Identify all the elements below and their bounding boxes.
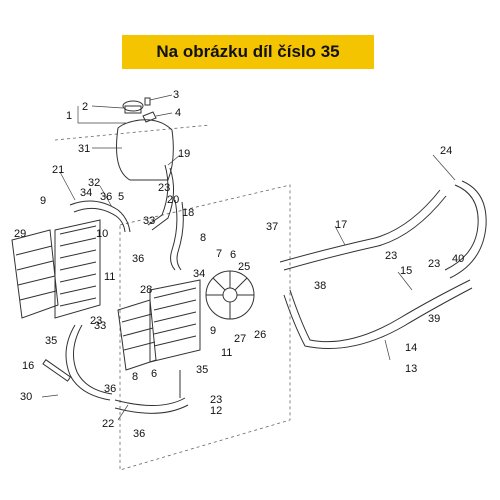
callout-34-mid: 34 <box>193 268 205 280</box>
callout-11-top: 11 <box>104 271 115 283</box>
callout-29: 29 <box>14 228 26 240</box>
callout-36-low2: 36 <box>133 428 145 440</box>
coolant-hoses-upper <box>69 164 184 271</box>
callout-8-top: 8 <box>200 232 206 244</box>
callout-25: 25 <box>238 261 250 273</box>
callout-35-left: 35 <box>45 335 57 347</box>
callout-23-top: 23 <box>158 182 170 194</box>
callout-30: 30 <box>20 391 32 403</box>
callout-23-right: 23 <box>385 250 397 262</box>
callout-10: 10 <box>96 228 108 240</box>
callout-12: 12 <box>210 405 222 417</box>
callout-23-left: 23 <box>90 315 102 327</box>
part-number-banner: Na obrázku díl číslo 35 <box>122 35 374 69</box>
callout-39: 39 <box>428 313 440 325</box>
cooling-fan <box>205 270 255 320</box>
callout-32: 32 <box>88 177 100 189</box>
callout-11-low: 11 <box>221 347 232 359</box>
callout-6-low: 6 <box>151 368 157 380</box>
coolant-hoses-lower <box>42 324 189 414</box>
callout-13: 13 <box>405 363 417 375</box>
callout-9-right: 9 <box>210 325 216 337</box>
callout-37: 37 <box>266 221 278 233</box>
callout-5: 5 <box>118 191 124 203</box>
callout-3: 3 <box>173 89 179 101</box>
expansion-tank <box>116 97 174 181</box>
callout-34-top: 34 <box>80 187 92 199</box>
callout-40: 40 <box>452 253 464 265</box>
callout-36-mid: 36 <box>132 253 144 265</box>
callout-36-top: 36 <box>100 191 112 203</box>
right-hoses <box>279 180 487 349</box>
assembly-frames <box>54 124 291 471</box>
callout-numbers: 1 2 3 4 31 19 21 34 9 32 36 5 33 23 20 1… <box>14 89 464 440</box>
callout-28: 28 <box>140 284 152 296</box>
leader-lines <box>41 94 456 421</box>
callout-1: 1 <box>66 110 72 122</box>
callout-19: 19 <box>178 148 190 160</box>
callout-2: 2 <box>82 101 88 113</box>
callout-15: 15 <box>400 265 412 277</box>
callout-9-left: 9 <box>40 195 46 207</box>
callout-23-low: 23 <box>210 394 222 406</box>
callout-8-low: 8 <box>132 371 138 383</box>
callout-22: 22 <box>102 418 114 430</box>
callout-26: 26 <box>254 329 266 341</box>
callout-7: 7 <box>216 248 222 260</box>
callout-36-low1: 36 <box>104 383 116 395</box>
callout-4: 4 <box>175 107 181 119</box>
callout-20: 20 <box>167 194 179 206</box>
callout-27: 27 <box>234 333 246 345</box>
callout-21: 21 <box>52 164 64 176</box>
callout-14: 14 <box>405 342 417 354</box>
callout-23-far: 23 <box>428 258 440 270</box>
callout-35-mid: 35 <box>196 364 208 376</box>
callout-33-low: 33 <box>94 320 106 332</box>
callout-6-top: 6 <box>230 249 236 261</box>
callout-18: 18 <box>182 207 194 219</box>
callout-17: 17 <box>335 219 347 231</box>
callout-31: 31 <box>78 143 90 155</box>
callout-16: 16 <box>22 360 34 372</box>
banner-title: Na obrázku díl číslo 35 <box>156 42 340 61</box>
callout-38: 38 <box>314 280 326 292</box>
callout-33-top: 33 <box>143 215 155 227</box>
callout-24: 24 <box>440 145 452 157</box>
left-radiator <box>11 219 101 319</box>
lower-radiator <box>117 279 201 371</box>
